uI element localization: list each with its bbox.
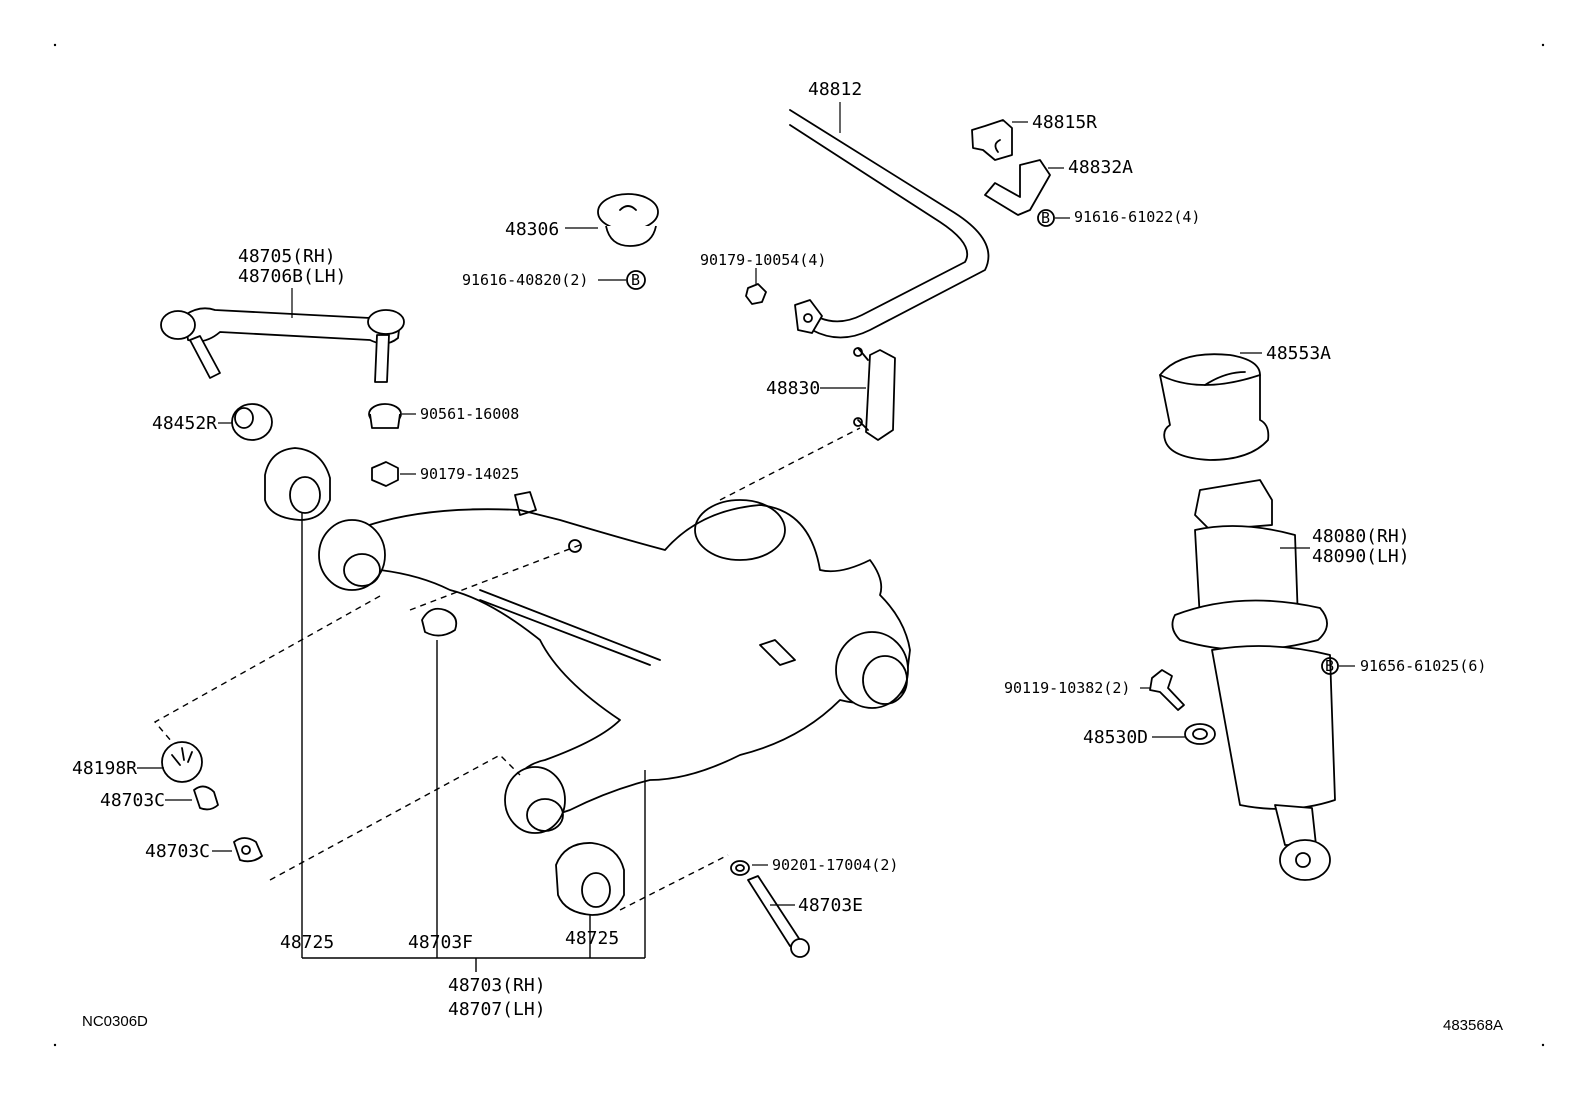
- label-48703C-b: 48703C: [145, 841, 210, 862]
- label-91616-61022: 91616-61022(4): [1074, 208, 1200, 226]
- bump-stop-48306-drawing: [597, 193, 659, 247]
- bracket-48832A-drawing: [984, 159, 1051, 216]
- label-48725-right: 48725: [565, 928, 619, 949]
- label-48703F: 48703F: [408, 932, 473, 953]
- bolt-marker-3: B: [1325, 657, 1334, 675]
- label-48812: 48812: [808, 79, 862, 100]
- label-48703E: 48703E: [798, 895, 863, 916]
- bushing-48452R-drawing: [231, 403, 273, 441]
- label-48553A: 48553A: [1266, 343, 1331, 364]
- label-90179-14025: 90179-14025: [420, 465, 519, 483]
- label-48832A: 48832A: [1068, 157, 1133, 178]
- assembly-bracket: [301, 512, 646, 972]
- cam-plate-48198R-drawing: [161, 741, 203, 783]
- cam-48703C-b-drawing: [233, 837, 263, 863]
- shock-absorber-48080-drawing: [1171, 479, 1336, 881]
- bushing-48725-right-drawing: [555, 842, 625, 916]
- label-90201-17004: 90201-17004(2): [772, 856, 898, 874]
- label-90561-16008: 90561-16008: [420, 405, 519, 423]
- label-48703C-a: 48703C: [100, 790, 165, 811]
- bolt-48703E-drawing: [747, 875, 810, 958]
- label-90119-10382: 90119-10382(2): [1004, 679, 1130, 697]
- stabilizer-link-48830-drawing: [853, 347, 896, 441]
- cam-48703C-a-drawing: [193, 785, 219, 811]
- dust-cover-48553A-drawing: [1159, 353, 1270, 461]
- label-48080-rh: 48080(RH): [1312, 526, 1410, 547]
- label-48707-lh: 48707(LH): [448, 999, 546, 1020]
- nut-90561-drawing: [368, 403, 402, 429]
- label-48706B-lh: 48706B(LH): [238, 266, 346, 287]
- stabilizer-bar-drawing: [789, 109, 990, 339]
- lower-arm-48703-drawing: [318, 491, 911, 834]
- label-48830: 48830: [766, 378, 820, 399]
- bolt-marker-1: B: [1041, 209, 1050, 227]
- label-48725-left: 48725: [280, 932, 334, 953]
- diagram-code-left: NC0306D: [82, 1013, 148, 1030]
- label-48705-rh: 48705(RH): [238, 246, 336, 267]
- label-48815R: 48815R: [1032, 112, 1097, 133]
- diagram-code-right: 483568A: [1443, 1017, 1503, 1034]
- label-91616-40820: 91616-40820(2): [462, 271, 588, 289]
- bushing-48815R-drawing: [971, 119, 1013, 161]
- lateral-link-48705-drawing: [160, 307, 405, 383]
- label-48530D: 48530D: [1083, 727, 1148, 748]
- bushing-48725-left-drawing: [264, 447, 331, 521]
- label-90179-10054: 90179-10054(4): [700, 251, 826, 269]
- nut-90179-14025-drawing: [371, 461, 399, 487]
- label-91656-61025: 91656-61025(6): [1360, 657, 1486, 675]
- leader-lines: [153, 427, 861, 911]
- label-48090-lh: 48090(LH): [1312, 546, 1410, 567]
- corner-marks: [53, 43, 1545, 1047]
- bolt-marker-2: B: [631, 271, 640, 289]
- label-48198R: 48198R: [72, 758, 137, 779]
- label-48306: 48306: [505, 219, 559, 240]
- label-48452R: 48452R: [152, 413, 217, 434]
- label-48703-rh: 48703(RH): [448, 975, 546, 996]
